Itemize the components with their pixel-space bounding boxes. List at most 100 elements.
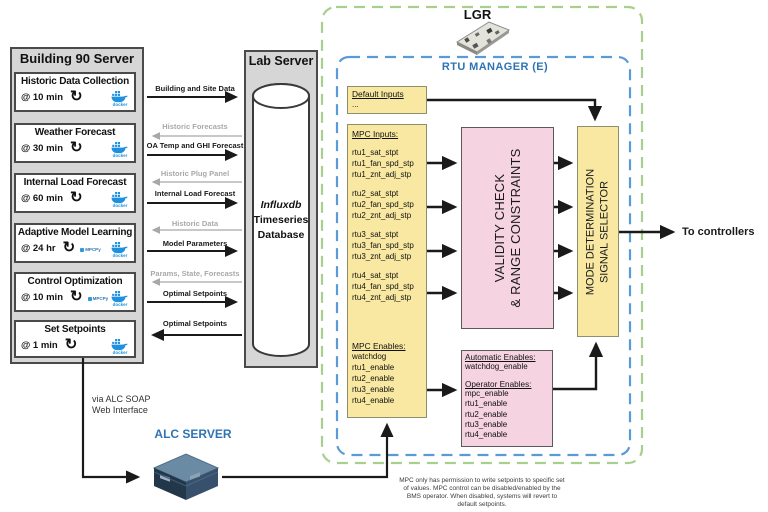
module-historic-data-collection: Historic Data Collection @ 10 min ↻ dock…: [14, 72, 136, 112]
flow-label-oa-temp-ghi-forecast: OA Temp and GHI Forecast: [146, 141, 244, 150]
mpc-input-var: rtu1_sat_stpt: [352, 148, 399, 157]
database-name: Influxdb: [260, 199, 302, 211]
docker-icon: docker: [111, 192, 129, 208]
mpc-enable-var: rtu2_enable: [352, 374, 395, 383]
module-control-optimization: Control Optimization @ 10 min ↻ MPCPy do…: [14, 272, 136, 312]
database-type-line2: Database: [257, 229, 305, 241]
mpc-input-var: rtu1_fan_spd_stp: [352, 159, 414, 168]
refresh-icon: ↻: [70, 288, 83, 305]
module-adaptive-model-learning: Adaptive Model Learning @ 24 hr ↻ MPCPy …: [14, 223, 136, 263]
docker-label: docker: [112, 302, 128, 307]
mpc-inputs-title: MPC Inputs:: [352, 129, 399, 139]
refresh-icon: ↻: [64, 336, 78, 353]
operator-enable-var: rtu1_enable: [465, 399, 508, 409]
refresh-icon: ↻: [70, 88, 83, 105]
docker-label: docker: [112, 102, 128, 107]
module-title: Set Setpoints: [44, 324, 106, 335]
docker-label: docker: [112, 253, 128, 258]
default-inputs-ellipsis: ...: [352, 100, 359, 109]
to-controllers-label: To controllers: [682, 226, 755, 238]
database-cylinder: [252, 83, 310, 357]
mpcpy-logo: MPCPy: [87, 296, 109, 301]
mpc-input-var: rtu2_znt_adj_stp: [352, 211, 412, 220]
mpc-input-var: rtu4_znt_adj_stp: [352, 293, 412, 302]
operator-enable-var: mpc_enable: [465, 389, 509, 399]
mpc-input-var: rtu3_znt_adj_stp: [352, 252, 412, 261]
mpc-enable-var: rtu4_enable: [352, 396, 395, 405]
module-title: Adaptive Model Learning: [17, 227, 133, 238]
flow-label-historic-data: Historic Data: [171, 219, 219, 228]
mpcpy-label: MPCPy: [85, 247, 101, 252]
module-interval: @ 10 min: [21, 291, 63, 303]
module-title: Historic Data Collection: [21, 76, 129, 87]
alc-server-title: ALC SERVER: [154, 427, 232, 441]
docker-icon: docker: [111, 91, 129, 107]
lab-server-title: Lab Server: [248, 54, 314, 68]
rtu-manager-title: RTU MANAGER (E): [441, 61, 549, 73]
mode-selector-box: MODE DETERMINATION SIGNAL SELECTOR: [577, 126, 619, 337]
operator-enables-box: Automatic Enables: watchdog_enable Opera…: [461, 350, 553, 447]
operator-enable-var: rtu4_enable: [465, 430, 508, 440]
building-90-server-title: Building 90 Server: [19, 51, 135, 66]
module-title: Internal Load Forecast: [23, 177, 127, 188]
default-inputs-box: Default Inputs ...: [347, 86, 427, 114]
flow-label-model-parameters: Model Parameters: [162, 239, 228, 248]
mpc-input-var: rtu4_fan_spd_stp: [352, 282, 414, 291]
operator-enables-title: Operator Enables:: [465, 380, 532, 390]
mpc-input-var: rtu3_sat_stpt: [352, 230, 399, 239]
mpc-input-var: rtu3_fan_spd_stp: [352, 241, 414, 250]
lgr-board-image: [455, 21, 511, 55]
automatic-enables-title: Automatic Enables:: [465, 353, 536, 362]
flow-label-params-state-forecasts: Params, State, Forecasts: [150, 269, 240, 278]
mpc-enable-var: rtu3_enable: [352, 385, 395, 394]
operator-enable-var: rtu2_enable: [465, 409, 508, 419]
flow-label-optimal-setpoints-out: Optimal Setpoints: [162, 289, 228, 298]
module-interval: @ 10 min: [21, 91, 63, 103]
module-title: Weather Forecast: [34, 127, 116, 138]
default-inputs-title: Default Inputs: [352, 89, 404, 99]
module-interval: @ 1 min: [21, 339, 58, 351]
validity-check-label: VALIDITY CHECK & RANGE CONSTRAINTS: [491, 148, 523, 308]
module-interval: @ 30 min: [21, 142, 63, 154]
mpc-enable-var: rtu1_enable: [352, 363, 395, 372]
module-internal-load-forecast: Internal Load Forecast @ 60 min ↻ docker: [14, 173, 136, 213]
docker-label: docker: [112, 350, 128, 355]
mpc-enable-var: watchdog: [352, 352, 387, 361]
mpc-enables-title: MPC Enables:: [352, 341, 406, 351]
footnote-text: MPC only has permission to write setpoin…: [399, 477, 565, 509]
refresh-icon: ↻: [70, 139, 83, 156]
flow-label-optimal-setpoints-back: Optimal Setpoints: [162, 319, 228, 328]
mpcpy-label: MPCPy: [92, 296, 109, 301]
refresh-icon: ↻: [62, 239, 76, 256]
docker-icon: docker: [111, 242, 129, 258]
docker-label: docker: [112, 203, 128, 208]
docker-icon: docker: [111, 291, 129, 307]
database-type-line1: Timeseries: [253, 214, 309, 226]
module-weather-forecast: Weather Forecast @ 30 min ↻ docker: [14, 123, 136, 163]
mpc-input-var: rtu1_znt_adj_stp: [352, 170, 412, 179]
mpc-input-var: rtu4_sat_stpt: [352, 271, 399, 280]
alc-server-image: [152, 453, 220, 500]
module-set-setpoints: Set Setpoints @ 1 min ↻ docker: [14, 320, 136, 358]
module-interval: @ 24 hr: [21, 242, 56, 254]
mpcpy-logo: MPCPy: [80, 247, 101, 252]
flow-label-building-site-data: Building and Site Data: [155, 84, 235, 93]
automatic-enable-var: watchdog_enable: [465, 362, 528, 371]
flow-label-internal-load-forecast: Internal Load Forecast: [154, 189, 236, 198]
mpc-input-var: rtu2_fan_spd_stp: [352, 200, 414, 209]
docker-label: docker: [112, 153, 128, 158]
mpc-inputs-enables-box: MPC Inputs: rtu1_sat_stpt rtu1_fan_spd_s…: [347, 124, 427, 418]
refresh-icon: ↻: [70, 189, 83, 206]
docker-icon: docker: [111, 142, 129, 158]
validity-check-box: VALIDITY CHECK & RANGE CONSTRAINTS: [461, 127, 554, 329]
module-title: Control Optimization: [27, 276, 123, 287]
alc-soap-label: via ALC SOAP Web Interface: [92, 394, 151, 415]
mode-selector-label: MODE DETERMINATION SIGNAL SELECTOR: [584, 168, 611, 295]
mpc-input-var: rtu2_sat_stpt: [352, 189, 399, 198]
operator-enable-var: rtu3_enable: [465, 419, 508, 429]
database-label: Influxdb Timeseries Database: [246, 198, 316, 243]
flow-label-historic-plug-panel: Historic Plug Panel: [160, 169, 230, 178]
flow-label-historic-forecasts: Historic Forecasts: [162, 122, 228, 131]
